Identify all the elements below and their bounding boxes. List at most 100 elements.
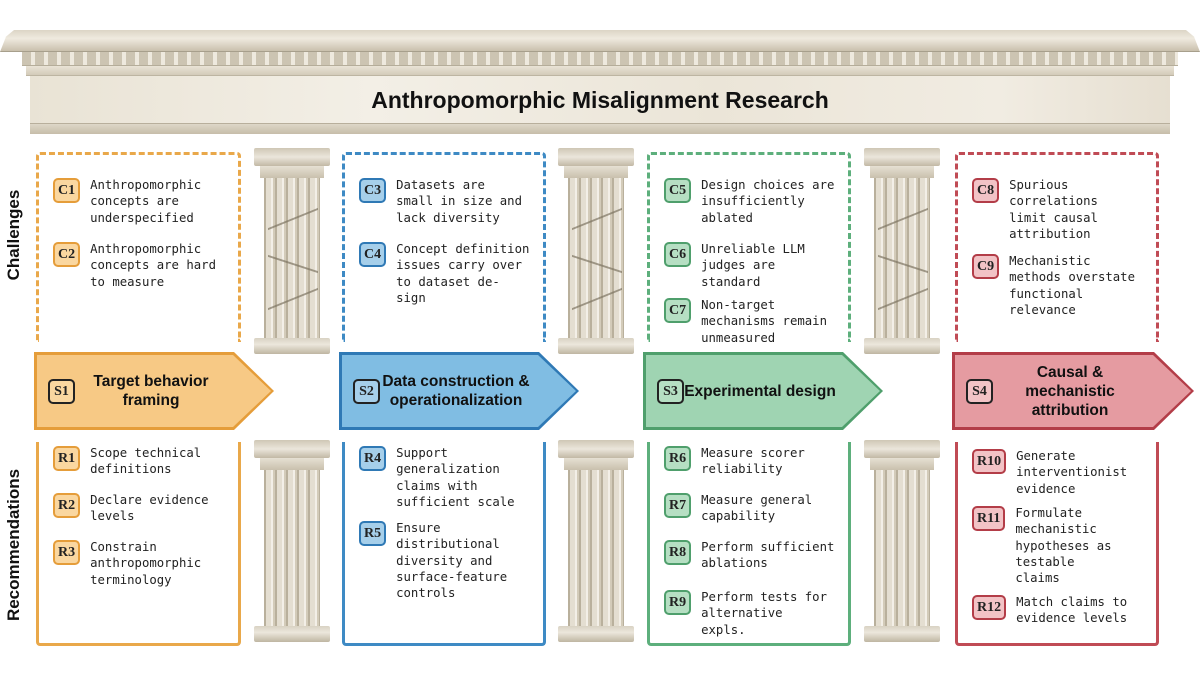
item-text: Unreliable LLM judges are standard xyxy=(701,242,805,289)
stage-badge: S3 xyxy=(657,379,684,404)
column-capital xyxy=(864,148,940,166)
stage-title: Experimental design xyxy=(684,382,836,400)
item-text: Concept definition issues carry over to … xyxy=(396,242,530,305)
recommendations-box-2: R4 Support generalization claims with suf… xyxy=(342,442,546,646)
item-text: Scope technical definitions xyxy=(90,446,202,477)
recommendation-item-r2: R2 Declare evidence levels xyxy=(53,492,232,525)
item-badge: R10 xyxy=(972,449,1007,474)
stage-arrow-s1: S1 Target behavior framing xyxy=(34,352,274,430)
item-badge: C4 xyxy=(359,242,387,267)
item-text: Measure general capability xyxy=(701,493,813,524)
item-badge: R7 xyxy=(664,493,692,518)
item-badge: R11 xyxy=(972,506,1006,531)
item-text: Perform tests for alternative expls. xyxy=(701,590,827,637)
challenge-item-c3: C3 Datasets are small in size and lack di… xyxy=(359,177,537,226)
item-text: Design choices are insufficiently ablate… xyxy=(701,178,835,225)
entablature: Anthropomorphic Misalignment Research xyxy=(0,30,1200,138)
molding-band xyxy=(26,66,1174,76)
challenge-item-c6: C6 Unreliable LLM judges are standard xyxy=(664,241,842,290)
item-badge: C7 xyxy=(664,298,692,323)
item-badge: C6 xyxy=(664,242,692,267)
item-text: Datasets are small in size and lack dive… xyxy=(396,178,522,225)
column-shaft xyxy=(568,470,624,626)
column-shaft xyxy=(874,470,930,626)
item-text: Measure scorer reliability xyxy=(701,446,805,477)
column-base xyxy=(864,338,940,354)
column-base xyxy=(864,626,940,642)
item-text: Match claims to evidence levels xyxy=(1016,595,1128,626)
item-badge: R4 xyxy=(359,446,387,471)
item-badge: R1 xyxy=(53,446,81,471)
item-badge: R2 xyxy=(53,493,81,518)
challenge-item-c4: C4 Concept definition issues carry over t… xyxy=(359,241,537,306)
item-text: Anthropomorphic concepts are underspecif… xyxy=(90,178,202,225)
cornice xyxy=(0,30,1200,52)
item-badge: R9 xyxy=(664,590,692,615)
stage-title: Target behavior framing xyxy=(93,373,209,409)
challenges-box-2: C3 Datasets are small in size and lack di… xyxy=(342,152,546,342)
column-top-2 xyxy=(558,148,634,354)
column-top-3 xyxy=(864,148,940,354)
item-badge: C5 xyxy=(664,178,692,203)
architrave xyxy=(30,124,1170,134)
item-badge: R3 xyxy=(53,540,81,565)
challenge-item-c7: C7 Non-target mechanisms remain unmeasure… xyxy=(664,297,842,346)
item-badge: R6 xyxy=(664,446,692,471)
item-badge: C2 xyxy=(53,242,81,267)
stage-badge: S1 xyxy=(48,379,75,404)
column-shaft xyxy=(264,470,320,626)
column-capital xyxy=(864,440,940,458)
stage-title: Data construction & operationalization xyxy=(382,373,530,409)
item-text: Declare evidence levels xyxy=(90,493,209,524)
column-echinus xyxy=(564,458,628,470)
column-shaft xyxy=(568,178,624,338)
column-capital xyxy=(254,148,330,166)
item-text: Perform sufficient ablations xyxy=(701,540,835,571)
stage-arrow-s2: S2 Data construction & operationalizatio… xyxy=(339,352,579,430)
column-shaft xyxy=(264,178,320,338)
recommendation-item-r9: R9 Perform tests for alternative expls. xyxy=(664,589,842,638)
item-text: Anthropomorphic concepts are hard to mea… xyxy=(90,242,216,289)
item-text: Support generalization claims with suffi… xyxy=(396,446,515,509)
item-badge: C3 xyxy=(359,178,387,203)
item-badge: R5 xyxy=(359,521,387,546)
column-base xyxy=(254,626,330,642)
stage-title: Causal & mechanistic attribution xyxy=(1025,363,1115,419)
recommendation-item-r10: R10 Generate interventionist evidence xyxy=(972,448,1150,497)
column-capital xyxy=(558,440,634,458)
challenge-item-c5: C5 Design choices are insufficiently abla… xyxy=(664,177,842,226)
column-echinus xyxy=(260,458,324,470)
column-echinus xyxy=(260,166,324,178)
column-bottom-2 xyxy=(558,440,634,642)
column-capital xyxy=(254,440,330,458)
item-text: Generate interventionist evidence xyxy=(1016,449,1128,496)
recommendation-item-r11: R11 Formulate mechanistic hypotheses as t… xyxy=(972,505,1150,586)
column-base xyxy=(558,338,634,354)
recommendation-item-r1: R1 Scope technical definitions xyxy=(53,445,232,478)
recommendation-item-r12: R12 Match claims to evidence levels xyxy=(972,594,1150,627)
recommendation-item-r8: R8 Perform sufficient ablations xyxy=(664,539,842,572)
column-shaft xyxy=(874,178,930,338)
column-top-1 xyxy=(254,148,330,354)
item-text: Constrain anthropomorphic terminology xyxy=(90,540,202,587)
item-badge: R12 xyxy=(972,595,1007,620)
frieze xyxy=(30,76,1170,124)
challenges-box-3: C5 Design choices are insufficiently abla… xyxy=(647,152,851,345)
item-badge: R8 xyxy=(664,540,692,565)
recommendation-item-r4: R4 Support generalization claims with suf… xyxy=(359,445,537,510)
item-text: Non-target mechanisms remain unmeasured xyxy=(701,298,827,345)
item-text: Formulate mechanistic hypotheses as test… xyxy=(1015,506,1112,586)
recommendations-row-label: Recommendations xyxy=(4,468,23,622)
stage-badge: S2 xyxy=(353,379,380,404)
recommendation-item-r6: R6 Measure scorer reliability xyxy=(664,445,842,478)
column-echinus xyxy=(870,458,934,470)
item-badge: C9 xyxy=(972,254,1000,279)
